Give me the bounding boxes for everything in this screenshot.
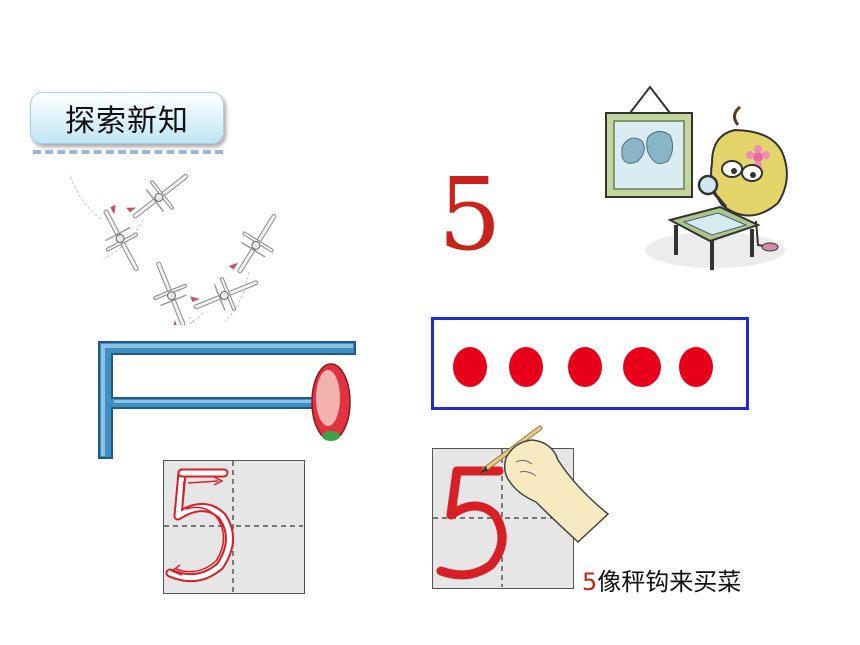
dot — [679, 347, 713, 387]
airplane-icon — [199, 208, 287, 322]
dot — [623, 347, 661, 387]
title-underline — [33, 150, 223, 154]
number-five-stroke-guide — [165, 468, 234, 583]
big-number: 5 — [438, 156, 502, 273]
dots-box — [431, 317, 749, 410]
caption-text: 像秤钩来买菜 — [597, 568, 742, 596]
section-title-tab: 探索新知 — [30, 92, 224, 144]
airplane-icon — [85, 164, 195, 260]
map-icon — [605, 85, 693, 198]
flag-icon — [98, 341, 356, 459]
dot — [509, 347, 543, 387]
caption-number: 5 — [582, 568, 598, 596]
airplane-icon — [70, 160, 150, 276]
rhyme-caption: 5像秤钩来买菜 — [582, 562, 741, 597]
section-title: 探索新知 — [65, 104, 189, 139]
dot — [568, 347, 602, 387]
balloon-icon — [311, 363, 351, 441]
hand-pencil-icon — [480, 425, 610, 544]
airplanes-illustration — [70, 160, 310, 325]
stroke-order-grid — [163, 460, 305, 594]
airplane-icon — [144, 258, 217, 325]
pear-character-icon — [605, 85, 788, 270]
dot — [453, 347, 487, 387]
number-five-glyph — [436, 466, 507, 580]
